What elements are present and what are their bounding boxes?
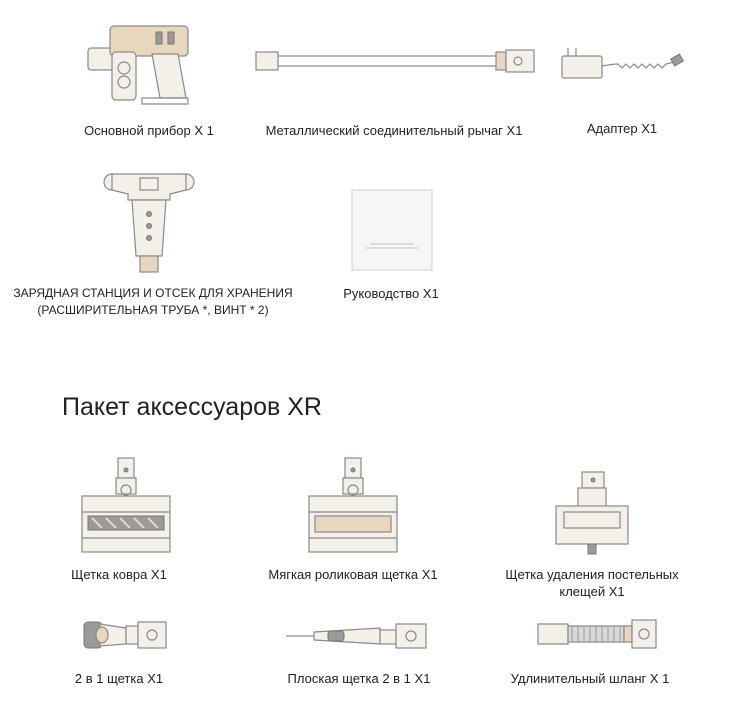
adapter-caption: Адаптер X1 [586,121,658,136]
metal-rod-caption: Металлический соединительный рычаг X1 [265,123,523,138]
carpet-brush-image [81,457,171,553]
mite-brush-image [555,471,629,555]
two-in-one-brush-caption: 2 в 1 щетка X1 [74,671,164,686]
manual-image [351,189,433,271]
metal-rod-image [255,49,535,73]
main-unit-image [87,25,189,105]
soft-roller-brush-caption: Мягкая роликовая щетка X1 [268,567,438,582]
soft-roller-brush-image [308,457,398,553]
charging-station-caption-line1: ЗАРЯДНАЯ СТАНЦИЯ И ОТСЕК ДЛЯ ХРАНЕНИЯ [13,286,293,300]
manual-caption: Руководство X1 [343,286,439,301]
carpet-brush-caption: Щетка ковра X1 [71,567,167,582]
charging-station-caption-line2: (РАСШИРИТЕЛЬНАЯ ТРУБА *, ВИНТ * 2) [37,303,269,317]
charging-station-image [103,173,195,273]
mite-brush-caption-line2: клещей X1 [559,584,625,599]
adapter-image [561,48,685,79]
flat-brush-image [286,623,427,649]
mite-brush-caption-line1: Щетка удаления постельных [505,567,679,582]
extension-hose-image [537,619,657,649]
accessory-pack-title: Пакет аксессуаров XR [62,393,322,421]
extension-hose-caption: Удлинительный шланг X 1 [510,671,670,686]
two-in-one-brush-image [83,621,167,649]
flat-brush-caption: Плоская щетка 2 в 1 X1 [287,671,431,686]
main-unit-caption: Основной прибор X 1 [84,123,214,138]
